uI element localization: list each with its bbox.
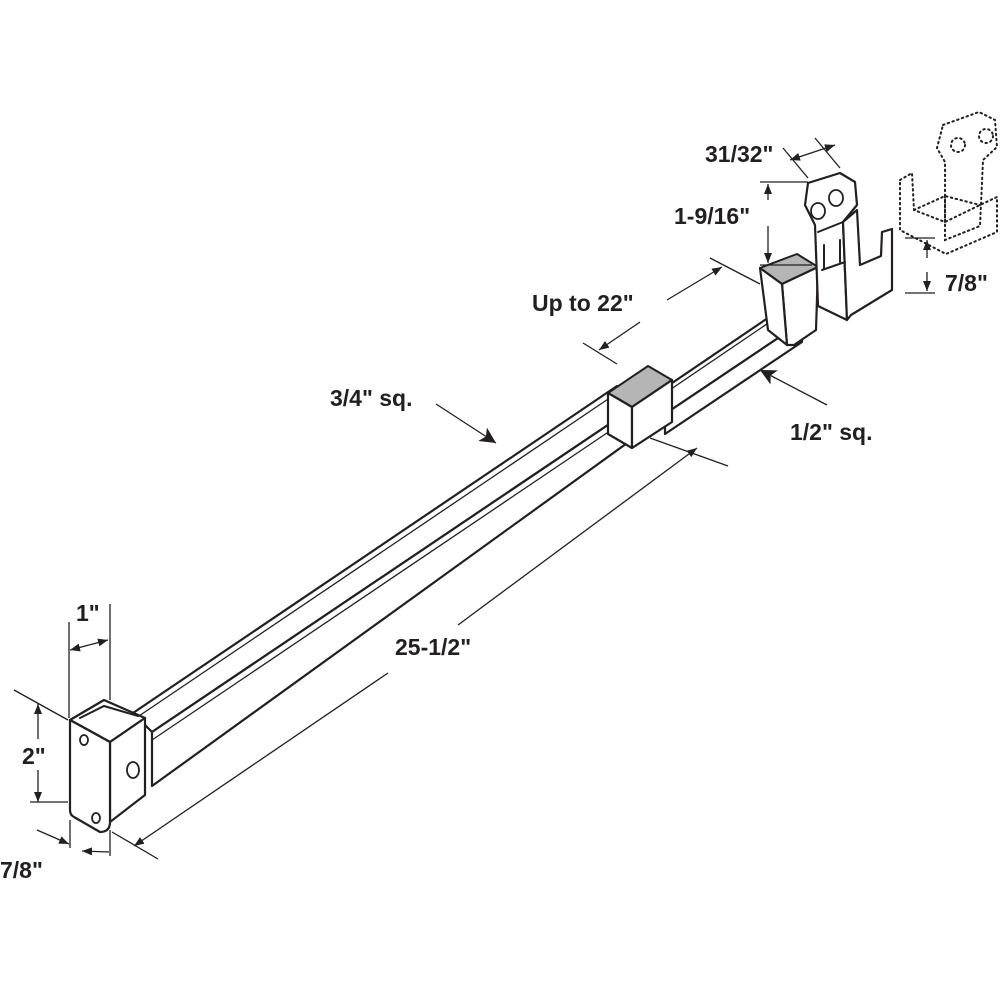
screw-hole-icon <box>950 137 966 153</box>
callout-small-tube: 1/2" sq. <box>759 369 873 445</box>
end-cap <box>758 253 820 347</box>
dimension-bracket-width: 1" <box>68 600 111 718</box>
mount-depth-label: 7/8" <box>945 270 988 296</box>
small-tube-label: 1/2" sq. <box>790 419 873 445</box>
dimension-mount-height: 1-9/16" <box>674 181 812 266</box>
dimension-mount-depth: 7/8" <box>905 237 988 296</box>
extension-label: Up to 22" <box>532 290 634 316</box>
sliding-sleeve <box>606 365 674 450</box>
wall-mount-bracket-alternate <box>899 110 999 256</box>
screw-hole-icon <box>978 128 994 144</box>
dimension-rod-length: 25-1/2" <box>111 437 729 860</box>
large-tube-label: 3/4" sq. <box>330 385 413 411</box>
screw-hole-icon <box>79 734 89 746</box>
mount-height-label: 1-9/16" <box>674 203 750 229</box>
dimension-bracket-depth: 7/8" <box>0 820 111 883</box>
dimension-mount-width: 31/32" <box>705 137 841 179</box>
wall-mount-bracket <box>803 171 894 322</box>
left-end-bracket <box>68 698 147 834</box>
dimension-extension: Up to 22" <box>532 257 761 365</box>
rivet-icon <box>126 761 140 779</box>
mount-width-label: 31/32" <box>705 141 773 167</box>
screw-hole-icon <box>91 812 101 824</box>
bracket-height-label: 2" <box>22 743 46 769</box>
dimension-bracket-height: 2" <box>13 689 69 803</box>
rod-length-label: 25-1/2" <box>395 634 471 660</box>
screw-hole-icon <box>828 189 844 207</box>
screw-hole-icon <box>810 202 826 220</box>
inner-square-tube <box>648 303 804 436</box>
callout-large-tube: 3/4" sq. <box>330 385 497 444</box>
bracket-width-label: 1" <box>76 600 100 626</box>
outer-square-tube <box>131 384 650 788</box>
bracket-depth-label: 7/8" <box>0 857 43 883</box>
